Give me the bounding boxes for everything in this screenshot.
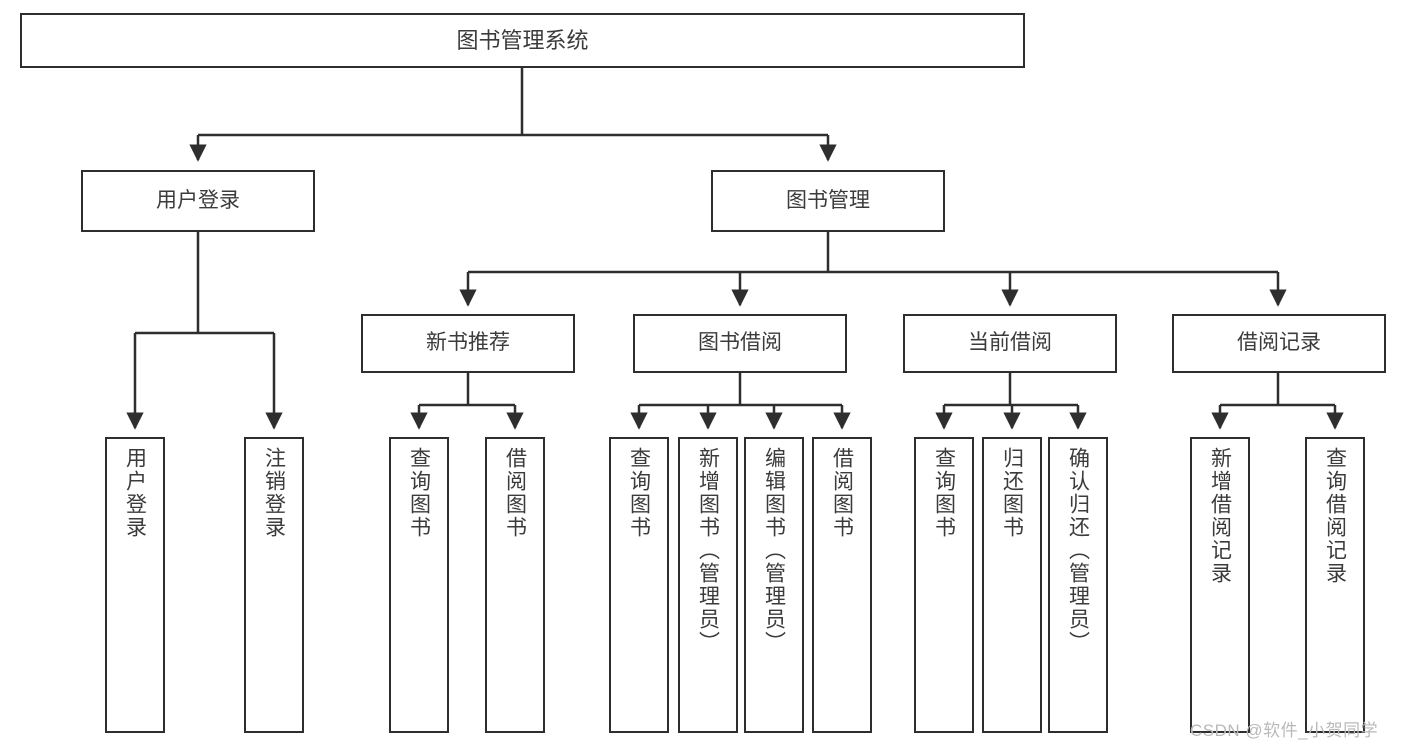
node-leaf-query-book-1[interactable]: 查询图书 — [389, 437, 449, 733]
node-leaf-logout[interactable]: 注销登录 — [244, 437, 304, 733]
node-leaf-borrow-book-1[interactable]: 借阅图书 — [485, 437, 545, 733]
node-leaf-borrow-book-1-label: 借阅图书 — [503, 447, 527, 539]
node-leaf-query-book-3[interactable]: 查询图书 — [914, 437, 974, 733]
node-leaf-confirm-return[interactable]: 确认归还（管理员） — [1048, 437, 1108, 733]
node-leaf-query-book-1-label: 查询图书 — [407, 447, 431, 539]
node-current-borrow-label: 当前借阅 — [968, 331, 1052, 355]
node-borrow-record-label: 借阅记录 — [1237, 331, 1321, 355]
node-leaf-query-book-2[interactable]: 查询图书 — [609, 437, 669, 733]
node-new-book-rec-label: 新书推荐 — [426, 331, 510, 355]
node-leaf-edit-book[interactable]: 编辑图书（管理员） — [744, 437, 804, 733]
node-leaf-return-book-label: 归还图书 — [1000, 447, 1024, 539]
node-leaf-query-record[interactable]: 查询借阅记录 — [1305, 437, 1365, 733]
node-leaf-add-record-label: 新增借阅记录 — [1208, 447, 1232, 585]
node-root[interactable]: 图书管理系统 — [20, 13, 1025, 68]
node-leaf-add-book-label: 新增图书（管理员） — [696, 447, 720, 654]
node-book-manage[interactable]: 图书管理 — [711, 170, 945, 232]
node-book-borrow-label: 图书借阅 — [698, 331, 782, 355]
node-user-login-label: 用户登录 — [156, 188, 240, 212]
node-current-borrow[interactable]: 当前借阅 — [903, 314, 1117, 373]
watermark: CSDN @软件_小贺同学 — [1190, 721, 1379, 740]
node-leaf-user-login-label: 用户登录 — [123, 447, 147, 539]
node-leaf-query-book-2-label: 查询图书 — [627, 447, 651, 539]
node-leaf-query-book-3-label: 查询图书 — [932, 447, 956, 539]
node-leaf-add-record[interactable]: 新增借阅记录 — [1190, 437, 1250, 733]
node-borrow-record[interactable]: 借阅记录 — [1172, 314, 1386, 373]
node-new-book-rec[interactable]: 新书推荐 — [361, 314, 575, 373]
node-leaf-query-record-label: 查询借阅记录 — [1323, 447, 1347, 585]
node-user-login[interactable]: 用户登录 — [81, 170, 315, 232]
node-book-manage-label: 图书管理 — [786, 188, 870, 212]
node-root-label: 图书管理系统 — [456, 27, 589, 53]
node-leaf-confirm-return-label: 确认归还（管理员） — [1066, 447, 1090, 654]
node-leaf-return-book[interactable]: 归还图书 — [982, 437, 1042, 733]
node-leaf-borrow-book-2[interactable]: 借阅图书 — [812, 437, 872, 733]
node-leaf-user-login[interactable]: 用户登录 — [105, 437, 165, 733]
node-leaf-logout-label: 注销登录 — [262, 447, 286, 539]
node-leaf-edit-book-label: 编辑图书（管理员） — [762, 447, 786, 654]
node-book-borrow[interactable]: 图书借阅 — [633, 314, 847, 373]
node-leaf-add-book[interactable]: 新增图书（管理员） — [678, 437, 738, 733]
node-leaf-borrow-book-2-label: 借阅图书 — [830, 447, 854, 539]
